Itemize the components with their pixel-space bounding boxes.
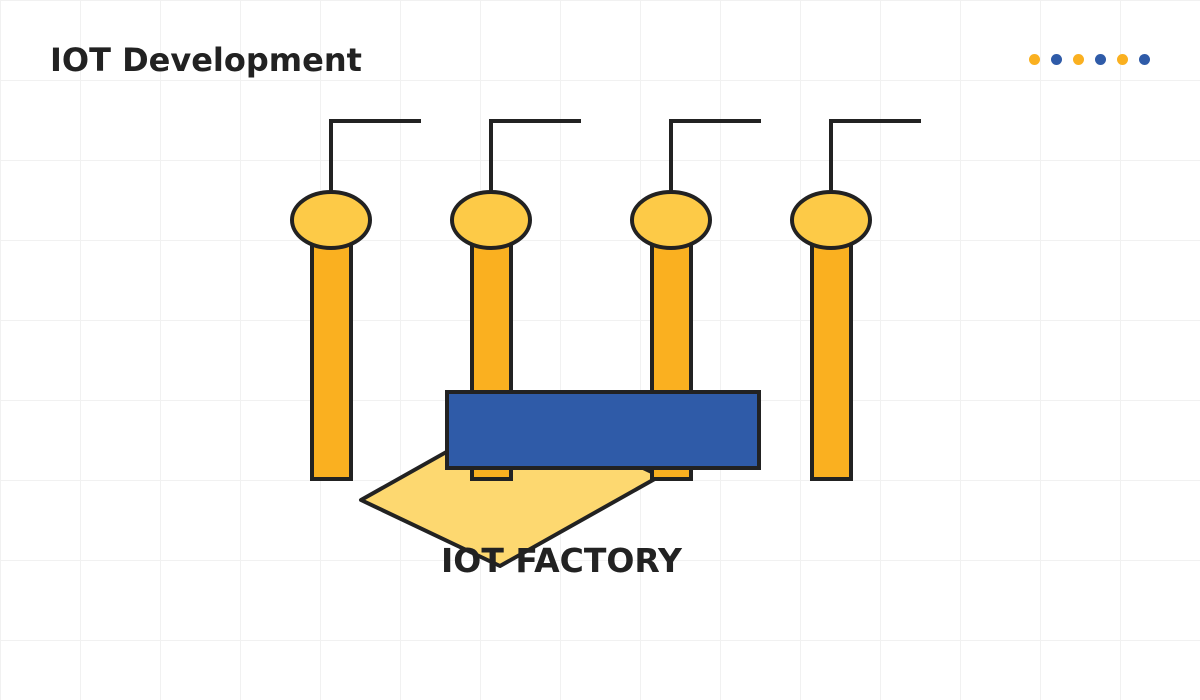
- signal-wire: [669, 119, 761, 192]
- chimney-cap: [790, 190, 872, 250]
- signal-wire: [489, 119, 581, 192]
- page-title: IOT Development: [50, 41, 362, 79]
- signal-wire: [329, 119, 421, 192]
- chimney-1: [290, 119, 421, 481]
- chimney-body: [310, 236, 353, 481]
- chimney-cap: [630, 190, 712, 250]
- signal-wire: [829, 119, 921, 192]
- dot-2: [1051, 54, 1062, 65]
- dot-3: [1073, 54, 1084, 65]
- dot-4: [1095, 54, 1106, 65]
- dot-1: [1029, 54, 1040, 65]
- chimney-body: [810, 236, 853, 481]
- decorative-dots: [1029, 54, 1150, 65]
- factory-label: IOT FACTORY: [441, 541, 683, 580]
- factory-building: [445, 390, 761, 470]
- dot-5: [1117, 54, 1128, 65]
- chimney-4: [790, 119, 921, 481]
- chimney-cap: [290, 190, 372, 250]
- dot-6: [1139, 54, 1150, 65]
- chimney-cap: [450, 190, 532, 250]
